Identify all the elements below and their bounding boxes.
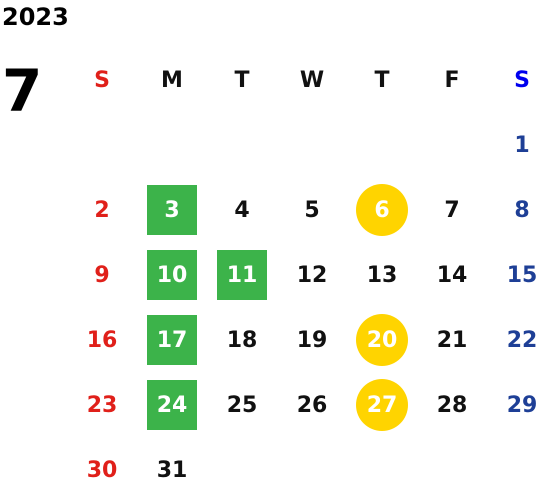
calendar-day[interactable]: 28 bbox=[417, 373, 487, 438]
day-number: 29 bbox=[506, 393, 538, 418]
day-number: 13 bbox=[366, 263, 398, 288]
calendar-day[interactable]: 26 bbox=[277, 373, 347, 438]
day-number: 3 bbox=[164, 198, 180, 223]
calendar-day[interactable]: 10 bbox=[137, 243, 207, 308]
calendar-day[interactable]: 7 bbox=[417, 178, 487, 243]
day-number: 6 bbox=[374, 198, 390, 223]
day-number: 7 bbox=[444, 198, 460, 223]
calendar-empty-cell bbox=[347, 438, 417, 503]
calendar-day[interactable]: 16 bbox=[67, 308, 137, 373]
calendar-day[interactable]: 5 bbox=[277, 178, 347, 243]
day-number: 12 bbox=[296, 263, 328, 288]
day-number: 9 bbox=[94, 263, 110, 288]
day-number: 28 bbox=[436, 393, 468, 418]
weekday-header-wed: W bbox=[299, 68, 325, 93]
weekday-header-sun: S bbox=[94, 68, 110, 93]
day-number: 4 bbox=[234, 198, 250, 223]
calendar-empty-cell bbox=[487, 438, 548, 503]
calendar-day[interactable]: 17 bbox=[137, 308, 207, 373]
weekday-header-fri: F bbox=[444, 68, 460, 93]
day-number: 14 bbox=[436, 263, 468, 288]
weekday-header-tue: T bbox=[234, 68, 250, 93]
calendar-day[interactable]: 4 bbox=[207, 178, 277, 243]
day-number: 30 bbox=[86, 458, 118, 483]
calendar-empty-cell bbox=[417, 113, 487, 178]
calendar-day[interactable]: 29 bbox=[487, 373, 548, 438]
day-number: 1 bbox=[514, 133, 530, 158]
calendar-day[interactable]: 21 bbox=[417, 308, 487, 373]
day-number: 22 bbox=[506, 328, 538, 353]
calendar-day[interactable]: 30 bbox=[67, 438, 137, 503]
day-number: 5 bbox=[304, 198, 320, 223]
calendar-day[interactable]: 1 bbox=[487, 113, 548, 178]
calendar-day[interactable]: 12 bbox=[277, 243, 347, 308]
day-number: 24 bbox=[156, 393, 188, 418]
day-number: 11 bbox=[226, 263, 258, 288]
calendar-day[interactable]: 22 bbox=[487, 308, 548, 373]
calendar-day[interactable]: 6 bbox=[347, 178, 417, 243]
calendar-day[interactable]: 3 bbox=[137, 178, 207, 243]
weekday-header-sat: S bbox=[514, 68, 530, 93]
calendar-day[interactable]: 18 bbox=[207, 308, 277, 373]
day-number: 15 bbox=[506, 263, 538, 288]
day-number: 19 bbox=[296, 328, 328, 353]
calendar-day[interactable]: 13 bbox=[347, 243, 417, 308]
calendar-day[interactable]: 2 bbox=[67, 178, 137, 243]
month-number: 7 bbox=[2, 57, 43, 125]
calendar-empty-cell bbox=[277, 438, 347, 503]
day-number: 10 bbox=[156, 263, 188, 288]
weekday-header-mon: M bbox=[161, 68, 183, 93]
day-number: 31 bbox=[156, 458, 188, 483]
calendar-day[interactable]: 11 bbox=[207, 243, 277, 308]
calendar-day[interactable]: 14 bbox=[417, 243, 487, 308]
calendar-day[interactable]: 8 bbox=[487, 178, 548, 243]
calendar-day[interactable]: 19 bbox=[277, 308, 347, 373]
calendar-day[interactable]: 20 bbox=[347, 308, 417, 373]
calendar-day[interactable]: 31 bbox=[137, 438, 207, 503]
day-number: 2 bbox=[94, 198, 110, 223]
calendar-empty-cell bbox=[277, 113, 347, 178]
calendar-empty-cell bbox=[137, 113, 207, 178]
day-number: 27 bbox=[366, 393, 398, 418]
day-number: 25 bbox=[226, 393, 258, 418]
calendar-empty-cell bbox=[207, 113, 277, 178]
weekday-header-thu: T bbox=[374, 68, 390, 93]
calendar-empty-cell bbox=[417, 438, 487, 503]
day-number: 16 bbox=[86, 328, 118, 353]
calendar-day[interactable]: 25 bbox=[207, 373, 277, 438]
year-label: 2023 bbox=[2, 3, 69, 31]
calendar-day[interactable]: 9 bbox=[67, 243, 137, 308]
calendar-day[interactable]: 24 bbox=[137, 373, 207, 438]
day-number: 23 bbox=[86, 393, 118, 418]
day-number: 26 bbox=[296, 393, 328, 418]
day-number: 18 bbox=[226, 328, 258, 353]
day-number: 21 bbox=[436, 328, 468, 353]
calendar-day[interactable]: 23 bbox=[67, 373, 137, 438]
day-number: 8 bbox=[514, 198, 530, 223]
day-number: 17 bbox=[156, 328, 188, 353]
calendar-empty-cell bbox=[67, 113, 137, 178]
calendar-empty-cell bbox=[347, 113, 417, 178]
day-number: 20 bbox=[366, 328, 398, 353]
calendar-empty-cell bbox=[207, 438, 277, 503]
calendar-day[interactable]: 27 bbox=[347, 373, 417, 438]
calendar-day[interactable]: 15 bbox=[487, 243, 548, 308]
